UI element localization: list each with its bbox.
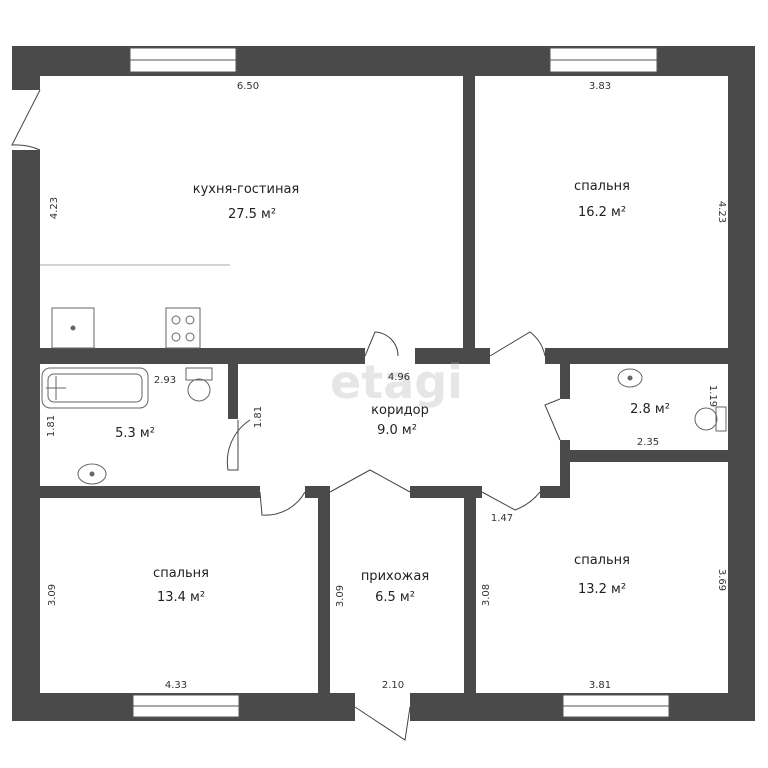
room-name-bedroom-sw: спальня: [153, 566, 209, 581]
room-name-hall: прихожая: [361, 569, 429, 584]
room-labels: кухня-гостиная 27.5 м² спальня 16.2 м² 5…: [115, 179, 670, 605]
dim-bedroom-sw-width: 4.33: [165, 680, 187, 691]
dim-wc-height: 1.19: [707, 385, 718, 407]
wc-sink-icon: [617, 368, 643, 388]
dim-hall-width: 2.10: [382, 680, 404, 691]
wall-south-mid-a: [305, 486, 330, 498]
wall-mid-horizontal-right: [545, 348, 728, 364]
dimension-labels: 6.50 4.23 3.83 4.23 2.93 1.81 4.96 1.81 …: [46, 81, 727, 691]
door-kitchen: [364, 331, 399, 357]
wall-mid-horizontal-left: [40, 348, 365, 364]
dim-bedroom-se-width: 3.81: [589, 680, 611, 691]
room-area-wc: 2.8 м²: [630, 402, 670, 417]
watermark: etagi: [330, 355, 463, 409]
door-hall-double: [329, 469, 411, 493]
sink-icon: [51, 307, 95, 349]
room-area-bedroom-ne: 16.2 м²: [578, 205, 626, 220]
dim-corridor-height: 1.81: [253, 406, 264, 428]
dim-bedroom-ne-width: 3.83: [589, 81, 611, 92]
dim-corridor-width: 4.96: [388, 372, 410, 383]
dim-bedroom-se-left: 3.08: [481, 584, 492, 606]
door-bathroom: [226, 419, 251, 471]
wall-corridor-wc-lower: [560, 440, 570, 495]
door-entrance-west: [11, 89, 41, 151]
dim-bedroom-sw-height: 3.09: [47, 584, 58, 606]
doors: [0, 89, 570, 741]
wall-wc-bottom: [570, 450, 728, 462]
dim-bedroom-se-right: 3.69: [716, 569, 727, 591]
bathtub-icon: [41, 367, 149, 409]
stove-icon: [165, 307, 201, 349]
room-name-bedroom-ne: спальня: [574, 179, 630, 194]
wall-mid-horizontal-center: [415, 348, 490, 364]
dim-bathroom-width: 2.93: [154, 375, 176, 386]
door-bedroom-ne: [489, 331, 546, 357]
room-area-bedroom-sw: 13.4 м²: [157, 590, 205, 605]
wall-south-left: [40, 486, 260, 498]
wall-bath-corridor: [228, 364, 238, 419]
dim-kitchen-height: 4.23: [49, 197, 60, 219]
room-area-kitchen: 27.5 м²: [228, 207, 276, 222]
dim-kitchen-width: 6.50: [237, 81, 259, 92]
wall-hall-left: [318, 498, 330, 693]
dim-bedroom-ne-height: 4.23: [716, 201, 727, 223]
room-area-bathroom: 5.3 м²: [115, 426, 155, 441]
room-name-kitchen: кухня-гостиная: [193, 182, 300, 197]
wall-kitchen-bedroom: [463, 76, 475, 348]
wall-right: [728, 46, 755, 721]
room-area-bedroom-se: 13.2 м²: [578, 582, 626, 597]
door-wc: [544, 398, 561, 441]
windows: [129, 47, 670, 718]
washbasin-icon: [77, 463, 107, 485]
room-area-corridor: 9.0 м²: [377, 423, 417, 438]
room-name-corridor: коридор: [371, 403, 429, 418]
dim-corridor-right: 1.47: [491, 513, 513, 524]
room-name-bedroom-se: спальня: [574, 553, 630, 568]
dim-wc-width: 2.35: [637, 437, 659, 448]
toilet-icon: [185, 367, 213, 402]
room-area-hall: 6.5 м²: [375, 590, 415, 605]
wall-hall-right: [464, 498, 476, 693]
door-bedroom-sw: [259, 491, 306, 516]
dim-hall-height: 3.09: [335, 585, 346, 607]
wall-south-right: [540, 486, 570, 498]
wall-south-mid-b: [410, 486, 482, 498]
wc-toilet-icon: [694, 406, 727, 432]
door-front: [354, 706, 411, 741]
door-bedroom-se: [481, 491, 541, 511]
dim-bathroom-height: 1.81: [46, 415, 57, 437]
fixtures: [40, 264, 727, 485]
wall-left: [12, 46, 40, 721]
wall-corridor-wc: [560, 364, 570, 399]
